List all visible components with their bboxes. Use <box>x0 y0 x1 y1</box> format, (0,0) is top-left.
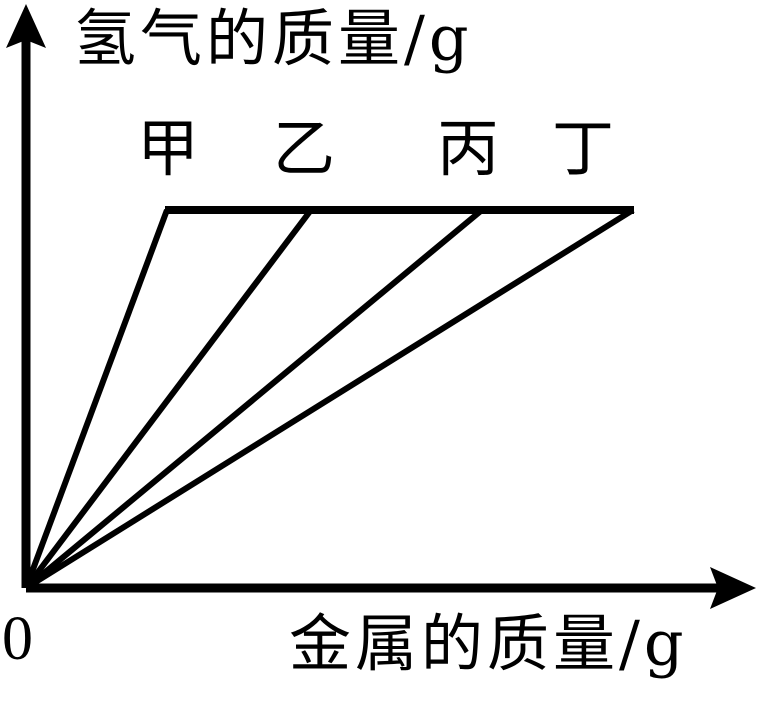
series-line-bing <box>24 207 484 591</box>
series-label-yi: 乙 <box>273 112 336 185</box>
y-axis-title: 氢气的质量/g <box>74 2 473 75</box>
series-label-bing: 丙 <box>437 112 500 185</box>
series-line-yi <box>23 208 314 590</box>
x-axis-title: 金属的质量/g <box>289 607 688 680</box>
series-line-ding <box>24 207 635 591</box>
origin-label: 0 <box>2 605 33 673</box>
series-line-jia <box>23 208 170 590</box>
arrow-right-icon <box>710 567 756 609</box>
arrow-up-icon <box>6 4 46 48</box>
series-label-jia: 甲 <box>137 112 200 185</box>
series-label-ding: 丁 <box>552 112 615 185</box>
